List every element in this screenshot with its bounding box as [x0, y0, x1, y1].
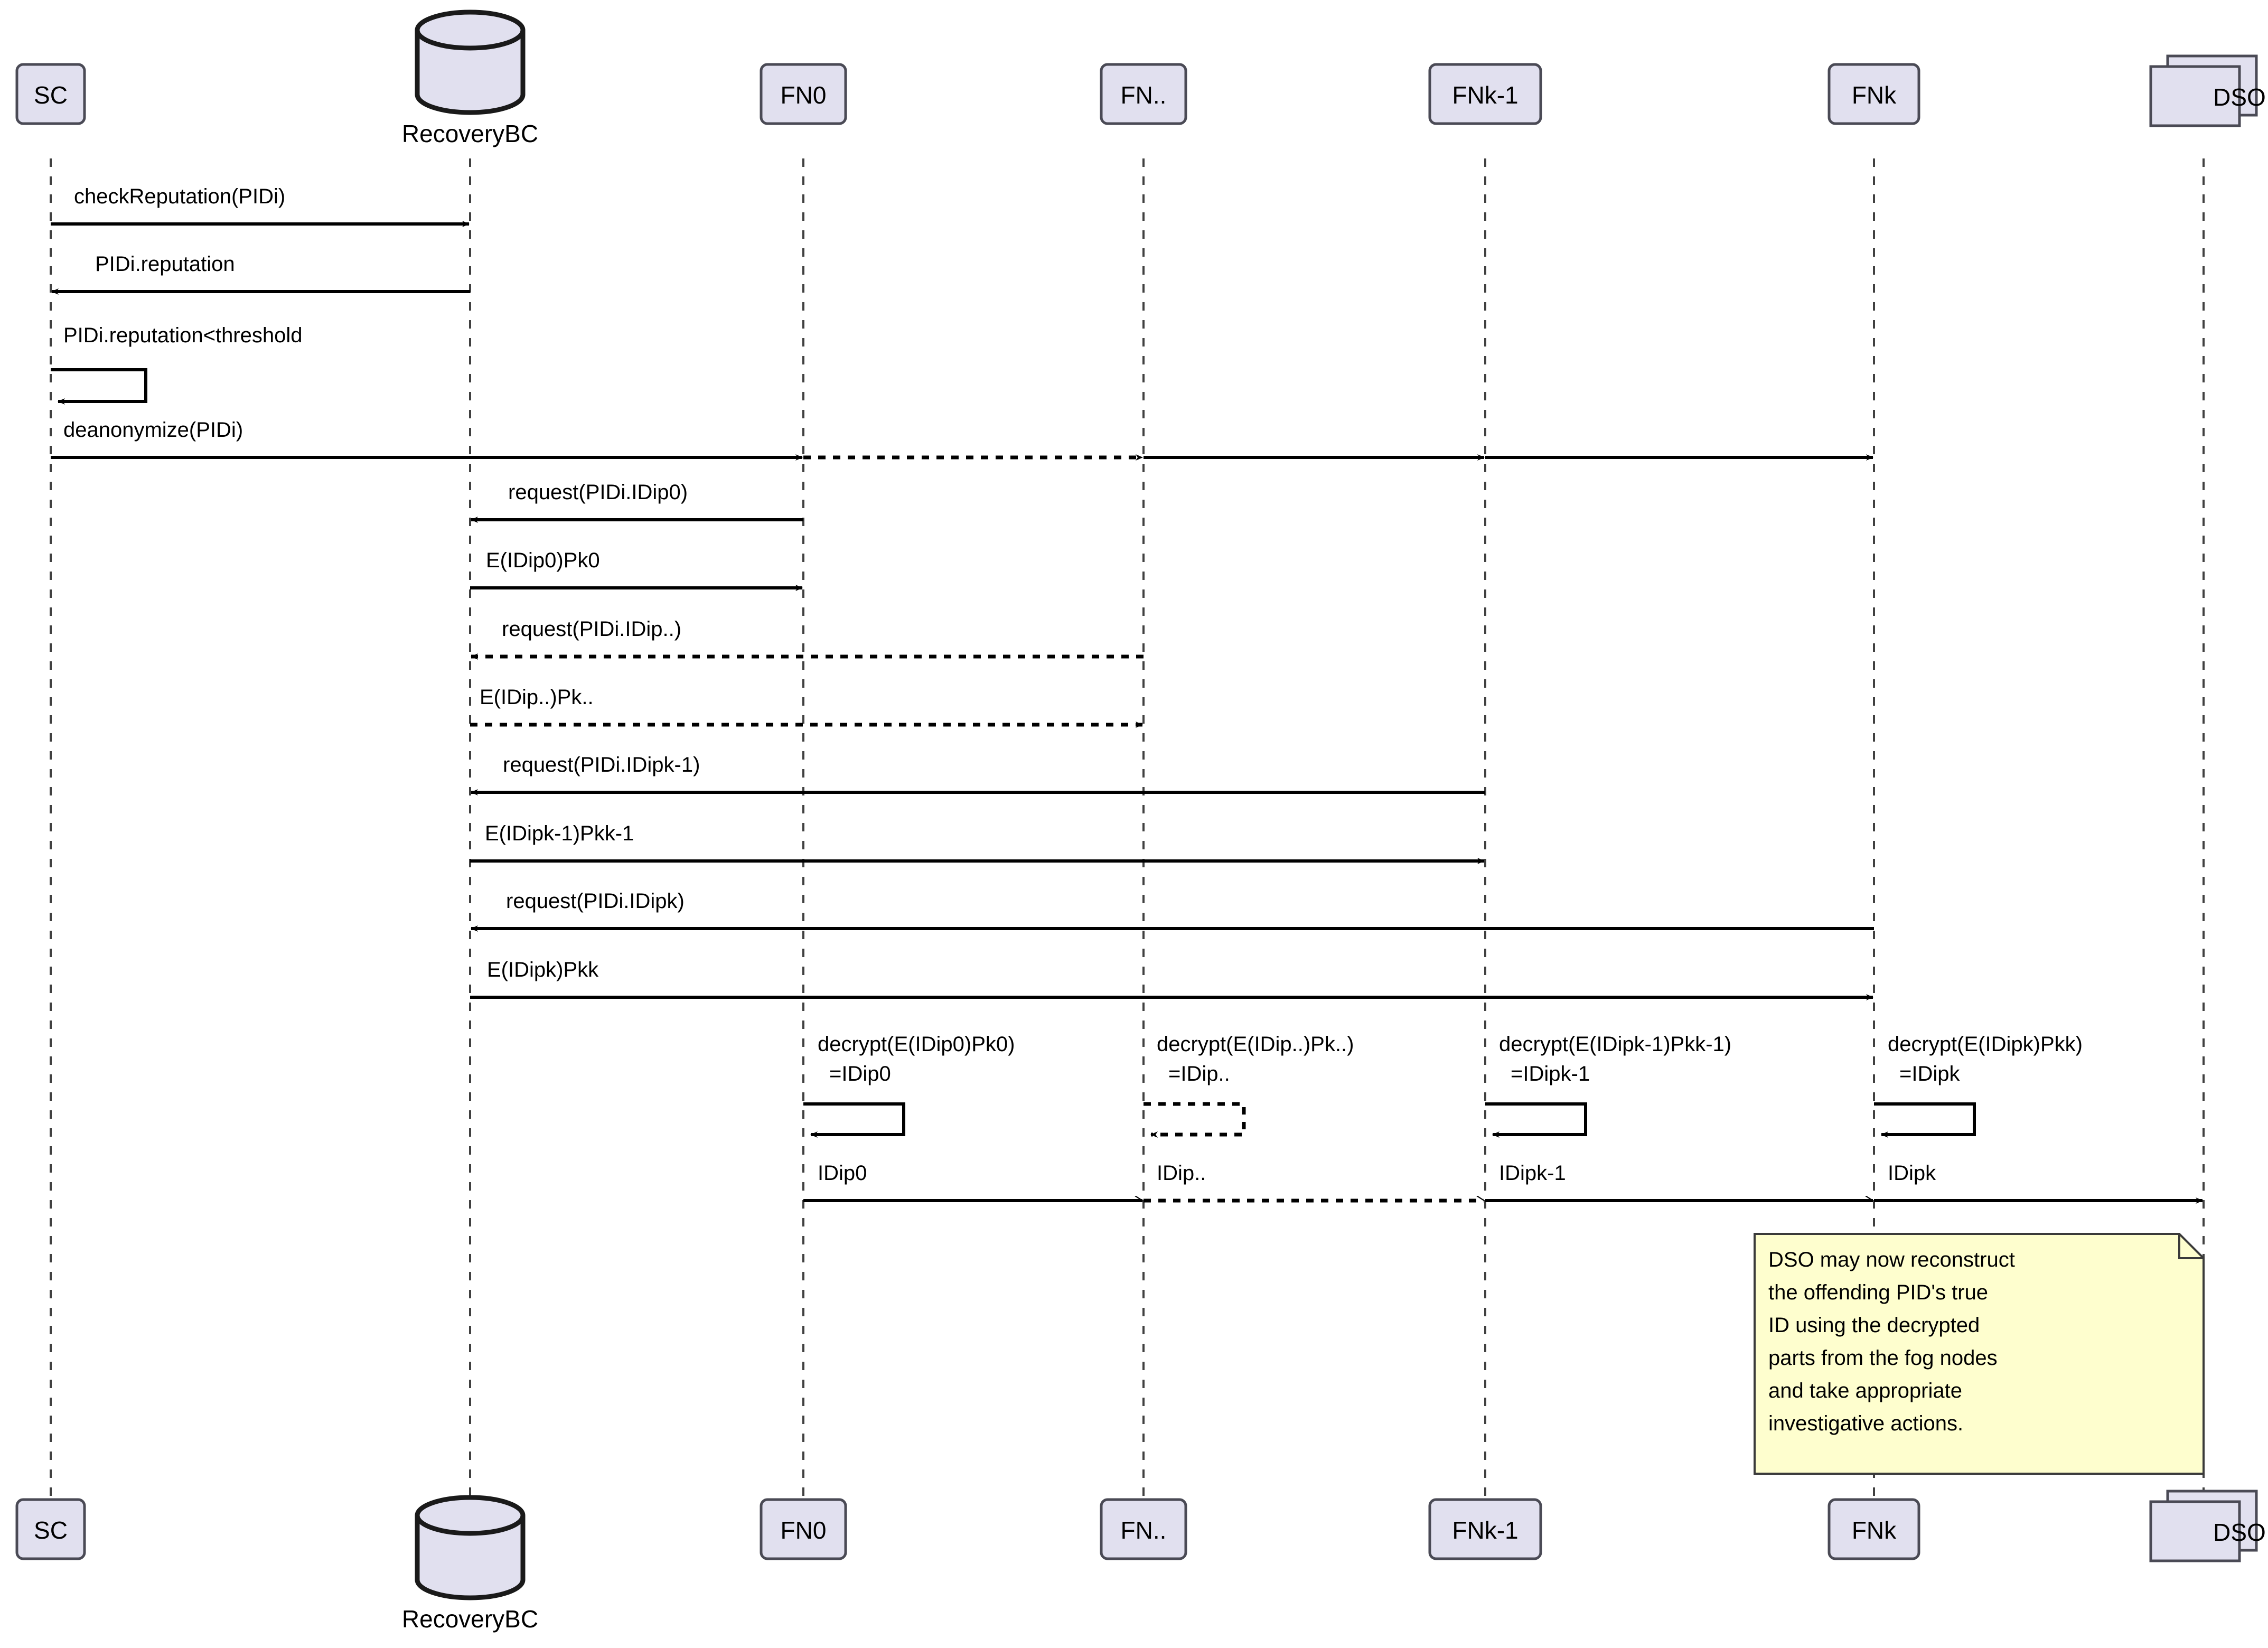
participant-FNk1-top[interactable]: FNk-1	[1430, 64, 1541, 124]
participant-DSO-bottom[interactable]: DSO	[2151, 1491, 2266, 1561]
note-line: and take appropriate	[1768, 1379, 1962, 1402]
message-label2-m16: =IDipk	[1899, 1062, 1960, 1085]
note-line: ID using the decrypted	[1768, 1314, 1980, 1337]
participant-FN0-bottom[interactable]: FN0	[761, 1500, 846, 1559]
message-label-m15: decrypt(E(IDipk-1)Pkk-1)	[1499, 1033, 1731, 1056]
message-label-m10: E(IDipk-1)Pkk-1	[485, 822, 634, 845]
participant-label-RecoveryBC: RecoveryBC	[402, 120, 538, 147]
database-body	[417, 1497, 523, 1598]
message-label-m9: request(PIDi.IDipk-1)	[503, 753, 700, 776]
participant-label-RecoveryBC: RecoveryBC	[402, 1605, 538, 1633]
message-label-m6: E(IDip0)Pk0	[486, 549, 600, 572]
note-line: investigative actions.	[1768, 1412, 1963, 1435]
database-body	[417, 12, 523, 113]
participant-FNdots-bottom[interactable]: FN..	[1101, 1500, 1186, 1559]
message-label-m16: decrypt(E(IDipk)Pkk)	[1888, 1033, 2083, 1056]
participant-SC-bottom[interactable]: SC	[17, 1500, 85, 1559]
participant-label-FNk: FNk	[1852, 1516, 1897, 1544]
message-label-m14: decrypt(E(IDip..)Pk..)	[1157, 1033, 1354, 1056]
message-label-m8: E(IDip..)Pk..	[480, 686, 594, 709]
message-label-m13: decrypt(E(IDip0)Pk0)	[818, 1033, 1015, 1056]
message-label-m3: PIDi.reputation<threshold	[63, 324, 303, 347]
note-line: parts from the fog nodes	[1768, 1346, 1998, 1370]
participant-label-SC: SC	[34, 1516, 68, 1544]
participant-SC-top[interactable]: SC	[17, 64, 85, 124]
message-label2-m14: =IDip..	[1168, 1062, 1230, 1085]
message-label-m11: request(PIDi.IDipk)	[506, 889, 685, 913]
participant-FNk-top[interactable]: FNk	[1829, 64, 1919, 124]
message-label-m5: request(PIDi.IDip0)	[508, 481, 688, 504]
note-line: the offending PID's true	[1768, 1281, 1988, 1304]
participant-FNk1-bottom[interactable]: FNk-1	[1430, 1500, 1541, 1559]
message-label-m18: IDip..	[1157, 1162, 1206, 1185]
message-label2-m13: =IDip0	[829, 1062, 891, 1085]
note-line: DSO may now reconstruct	[1768, 1248, 2015, 1271]
message-label-m1: checkReputation(PIDi)	[74, 185, 285, 208]
participant-label-FNk1: FNk-1	[1452, 1516, 1518, 1544]
participant-label-FN0: FN0	[781, 81, 827, 109]
participant-label-SC: SC	[34, 81, 68, 109]
message-label-m4: deanonymize(PIDi)	[63, 418, 243, 442]
participant-label-FNk1: FNk-1	[1452, 81, 1518, 109]
message-label2-m15: =IDipk-1	[1511, 1062, 1590, 1085]
participant-FNk-bottom[interactable]: FNk	[1829, 1500, 1919, 1559]
participant-label-DSO: DSO	[2213, 1519, 2266, 1546]
note-note1: DSO may now reconstruct the offending PID…	[1755, 1234, 2204, 1474]
message-label-m17: IDip0	[818, 1162, 867, 1185]
participant-FN0-top[interactable]: FN0	[761, 64, 846, 124]
notes-layer: DSO may now reconstruct the offending PID…	[1755, 1234, 2204, 1474]
participant-label-FNdots: FN..	[1121, 1516, 1167, 1544]
participant-label-FN0: FN0	[781, 1516, 827, 1544]
message-label-m20: IDipk	[1888, 1162, 1936, 1185]
participant-DSO-top[interactable]: DSO	[2151, 56, 2266, 126]
participant-label-FNk: FNk	[1852, 81, 1897, 109]
message-label-m12: E(IDipk)Pkk	[487, 958, 599, 981]
message-label-m7: request(PIDi.IDip..)	[502, 617, 681, 641]
participant-RecoveryBC-bottom[interactable]: RecoveryBC	[402, 1497, 538, 1633]
participant-RecoveryBC-top[interactable]: RecoveryBC	[402, 12, 538, 147]
message-label-m2: PIDi.reputation	[95, 252, 235, 276]
participant-label-FNdots: FN..	[1121, 81, 1167, 109]
participant-FNdots-top[interactable]: FN..	[1101, 64, 1186, 124]
message-label-m19: IDipk-1	[1499, 1162, 1566, 1185]
participant-label-DSO: DSO	[2213, 83, 2266, 111]
